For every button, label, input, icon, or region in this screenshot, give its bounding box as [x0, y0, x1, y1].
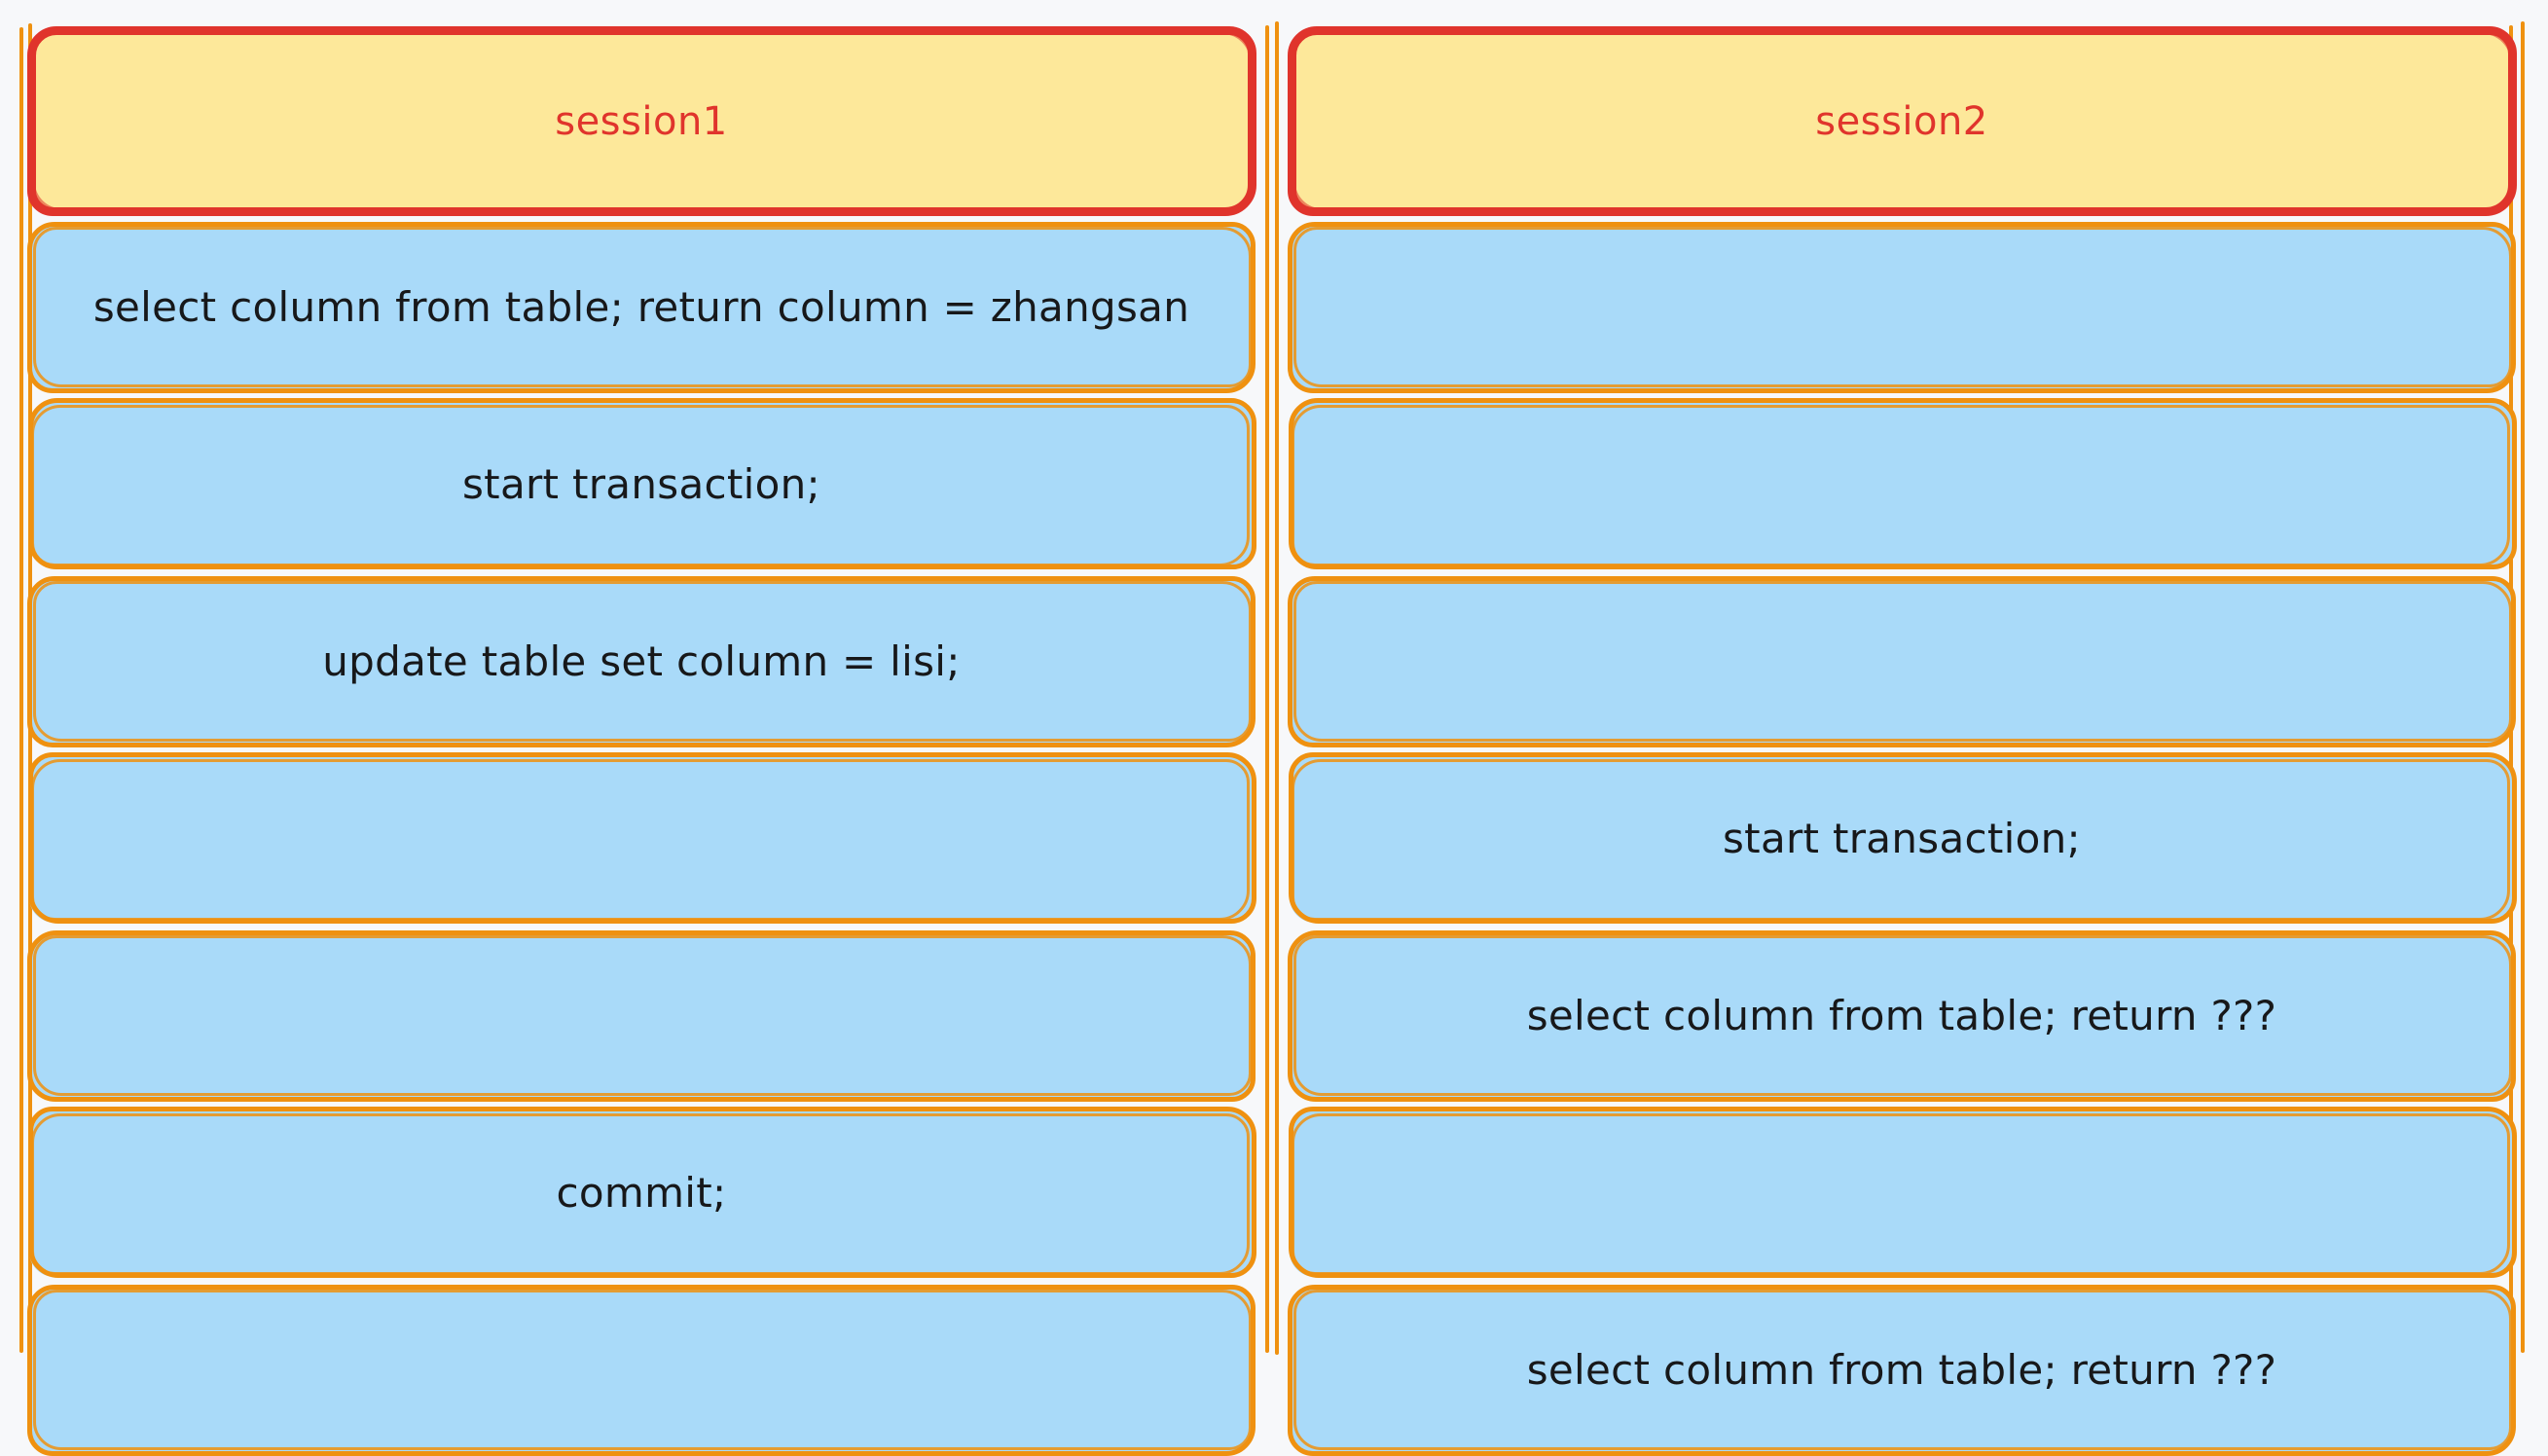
session2-row-3[interactable]: [1288, 576, 2516, 747]
session2-row-6-fill: [1290, 1110, 2514, 1277]
session2-row-2-fill: [1290, 401, 2514, 568]
session1-row-4[interactable]: [28, 752, 1256, 924]
rail-center-left: [1265, 25, 1269, 1353]
session2-row-1-fill: [1290, 224, 2514, 391]
session1-row-1-fill: [29, 224, 1254, 391]
session2-column: session2: [1288, 26, 2517, 1456]
session2-row-5-label: select column from table; return ???: [1526, 991, 2277, 1039]
session2-header-fill: [1290, 29, 2514, 214]
diagram-canvas: session1 select column from table; retur…: [19, 21, 2525, 1456]
session2-row-4[interactable]: start transaction;: [1289, 752, 2517, 924]
session1-row-7[interactable]: [27, 1285, 1256, 1456]
session1-row-1[interactable]: select column from table; return column …: [27, 222, 1256, 393]
session1-row-5[interactable]: [27, 930, 1256, 1102]
session1-row-2-fill: [29, 401, 1254, 568]
session2-row-7[interactable]: select column from table; return ???: [1288, 1285, 2516, 1456]
session1-header-fill: [29, 29, 1254, 214]
session2-row-7-label: select column from table; return ???: [1526, 1345, 2277, 1394]
session2-header[interactable]: session2: [1288, 26, 2517, 216]
session1-row-7-fill: [29, 1287, 1254, 1454]
rail-left-outer: [19, 27, 23, 1353]
session1-row-5-fill: [29, 932, 1254, 1100]
session1-header-label: session1: [555, 99, 728, 144]
session2-row-4-fill: [1290, 755, 2514, 923]
session1-row-2-label: start transaction;: [462, 459, 820, 508]
session1-row-3-label: update table set column = lisi;: [322, 637, 961, 685]
session2-row-5[interactable]: select column from table; return ???: [1288, 930, 2516, 1102]
session1-header[interactable]: session1: [27, 26, 1256, 216]
rail-center-right: [1275, 21, 1279, 1355]
session2-header-label: session2: [1815, 99, 1988, 144]
session2-row-2[interactable]: [1289, 398, 2517, 569]
session2-row-5-fill: [1290, 932, 2514, 1100]
session1-row-2[interactable]: start transaction;: [28, 398, 1256, 569]
session1-row-3[interactable]: update table set column = lisi;: [27, 576, 1256, 747]
session1-row-1-label: select column from table; return column …: [92, 282, 1190, 331]
session1-row-3-fill: [29, 578, 1254, 746]
rail-right-outer: [2521, 21, 2525, 1353]
session2-row-6[interactable]: [1289, 1107, 2517, 1278]
session1-column: session1 select column from table; retur…: [27, 26, 1256, 1456]
session2-row-4-label: start transaction;: [1723, 814, 2081, 862]
session1-row-4-fill: [29, 755, 1254, 923]
session1-row-6-fill: [29, 1110, 1254, 1277]
session2-row-1[interactable]: [1288, 222, 2516, 393]
session1-row-6[interactable]: commit;: [28, 1107, 1256, 1278]
session1-row-6-label: commit;: [556, 1168, 727, 1217]
session2-row-3-fill: [1290, 578, 2514, 746]
